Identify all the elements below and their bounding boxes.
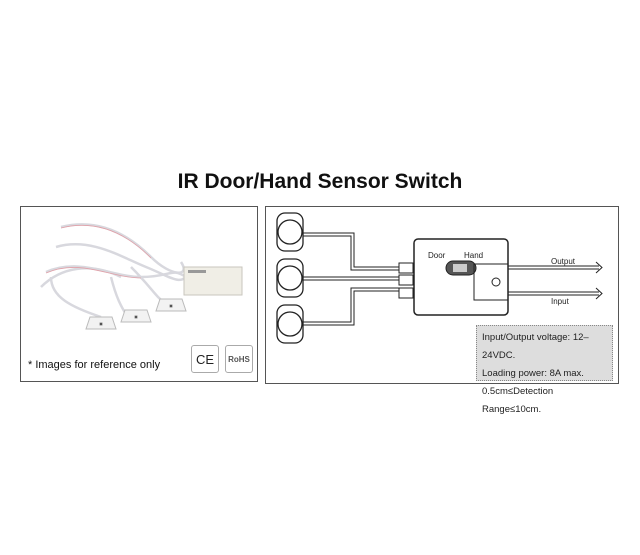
- wiring-diagram: [276, 212, 603, 344]
- ce-mark-logo: CE: [191, 345, 219, 373]
- input-label: Input: [551, 297, 569, 306]
- door-label: Door: [428, 251, 446, 260]
- spec-detection-range: 0.5cm≤Detection Range≤10cm.: [482, 386, 554, 415]
- hand-label: Hand: [464, 251, 484, 260]
- spec-voltage: Input/Output voltage: 12–24VDC.: [482, 332, 589, 361]
- reference-note: * Images for reference only: [28, 359, 161, 371]
- product-photo-panel: * Images for reference only CE RoHS: [20, 206, 258, 382]
- spec-loading-power: Loading power: 8A max.: [482, 368, 584, 379]
- wiring-diagram-panel: Door Hand Output Input Input/Output volt…: [265, 206, 619, 415]
- product-photo: [40, 223, 243, 330]
- output-label: Output: [551, 257, 576, 266]
- sensors: [276, 212, 304, 344]
- rohs-logo: RoHS: [225, 345, 253, 373]
- specifications-box: Input/Output voltage: 12–24VDC. Loading …: [476, 325, 613, 415]
- page-title: IR Door/Hand Sensor Switch: [177, 170, 463, 193]
